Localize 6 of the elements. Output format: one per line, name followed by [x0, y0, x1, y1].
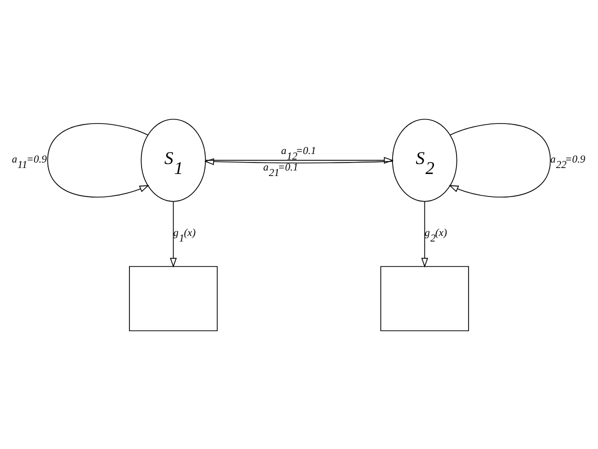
node-box	[380, 266, 469, 331]
arrow	[448, 122, 551, 197]
node-box	[129, 266, 218, 331]
arrow	[170, 200, 177, 268]
arrow	[47, 122, 150, 197]
arrow	[421, 200, 428, 268]
